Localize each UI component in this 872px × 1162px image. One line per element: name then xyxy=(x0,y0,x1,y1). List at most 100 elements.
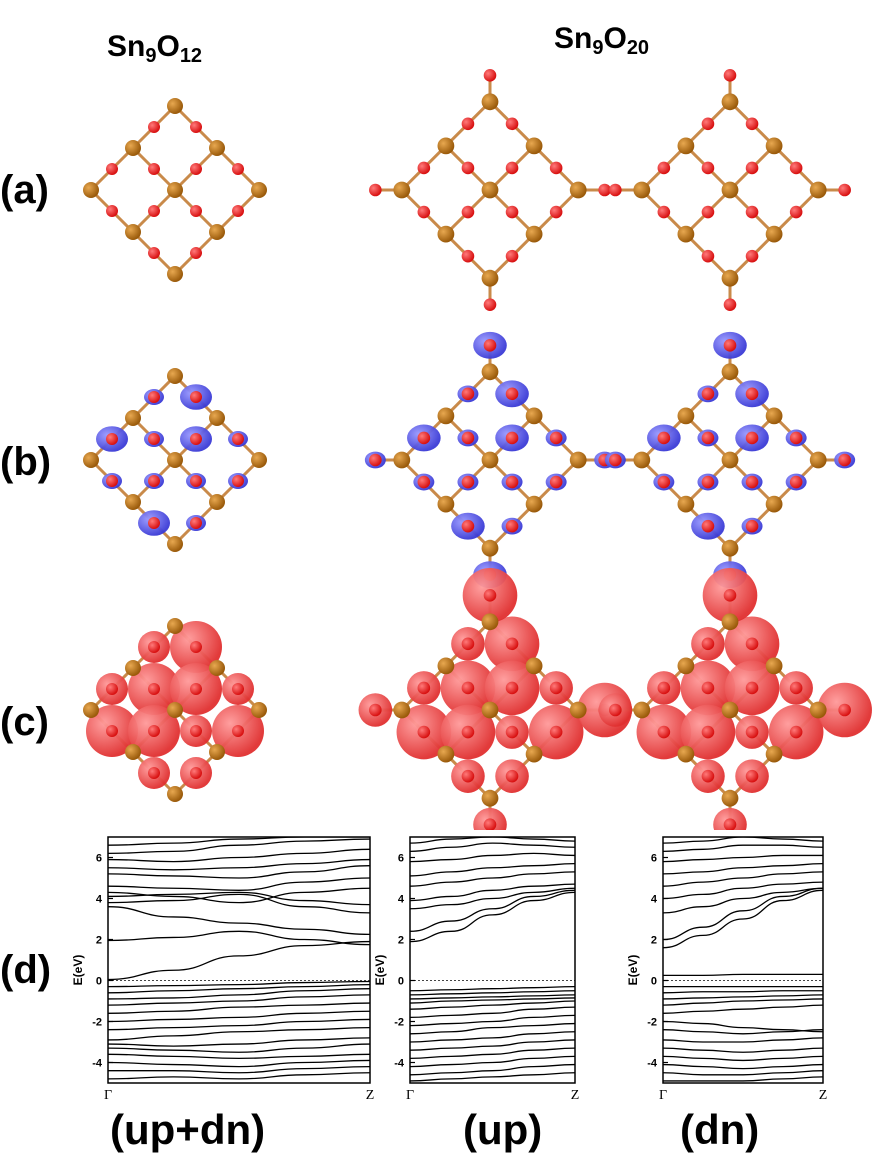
column-label-up-dn: (up+dn) xyxy=(110,1106,266,1153)
band-line xyxy=(108,865,370,879)
column-label-dn: (dn) xyxy=(680,1106,760,1153)
band-line xyxy=(663,1063,823,1070)
x-tick-label: Γ xyxy=(406,1088,414,1103)
band-line xyxy=(108,940,370,981)
band-line xyxy=(663,887,823,941)
y-tick-label: -4 xyxy=(647,1058,658,1070)
band-line xyxy=(410,891,575,943)
band-line xyxy=(663,1076,823,1082)
band-line xyxy=(108,1072,370,1080)
band-line xyxy=(410,1031,575,1043)
band-line xyxy=(108,838,370,855)
band-line xyxy=(663,887,823,914)
spin-density-sn9o20-up xyxy=(364,331,616,589)
band-line xyxy=(663,837,823,844)
band-line xyxy=(410,1039,575,1051)
y-tick-label: 6 xyxy=(398,853,404,865)
band-line xyxy=(108,877,370,891)
band-line xyxy=(108,1059,370,1068)
title-sn9o20: Sn9O20 xyxy=(554,22,650,59)
y-tick-label: -2 xyxy=(92,1017,102,1029)
y-tick-label: 0 xyxy=(398,976,404,988)
band-line xyxy=(108,994,370,1006)
y-axis-label: E(eV) xyxy=(626,955,640,986)
band-line xyxy=(663,863,823,875)
y-tick-label: -2 xyxy=(394,1017,404,1029)
plot-frame xyxy=(662,836,824,1084)
band-line xyxy=(108,1065,370,1074)
x-tick-label: Γ xyxy=(659,1088,667,1103)
band-line xyxy=(663,889,823,949)
band-line xyxy=(410,837,575,844)
plot-frame xyxy=(107,836,371,1084)
y-tick-label: 2 xyxy=(96,935,102,947)
band-line xyxy=(663,1020,823,1033)
band-line xyxy=(410,1000,575,1010)
band-line xyxy=(410,871,575,887)
y-tick-label: 6 xyxy=(96,853,102,865)
structure-sn9o20-dn xyxy=(609,69,851,311)
band-line xyxy=(108,1027,370,1041)
band-line xyxy=(663,844,823,852)
band-line xyxy=(663,1047,823,1053)
charge-density-sn9o20-up xyxy=(358,568,632,830)
band-line xyxy=(663,854,823,863)
band-line xyxy=(663,994,823,1000)
band-line xyxy=(663,998,823,1006)
x-tick-label: Γ xyxy=(104,1088,112,1103)
row-label-d: (d) xyxy=(0,948,52,992)
band-line xyxy=(410,1014,575,1027)
band-line xyxy=(108,891,370,906)
band-line xyxy=(663,1055,823,1062)
band-line xyxy=(663,1037,823,1043)
band-line xyxy=(108,930,370,946)
band-line xyxy=(108,983,370,994)
band-line xyxy=(108,1002,370,1014)
y-tick-label: 0 xyxy=(96,976,102,988)
band-line xyxy=(663,1029,823,1035)
x-tick-label: Z xyxy=(571,1088,580,1103)
y-tick-label: 0 xyxy=(651,976,657,988)
band-line xyxy=(108,837,370,846)
band-line xyxy=(663,881,823,900)
band-line xyxy=(108,1037,370,1047)
band-line xyxy=(410,863,575,877)
band-line xyxy=(108,848,370,863)
row-label-a: (a) xyxy=(0,168,49,212)
spin-density-sn9o20-dn xyxy=(604,331,856,589)
y-tick-label: -2 xyxy=(647,1017,657,1029)
plot-frame xyxy=(409,836,576,1084)
structure-sn9o12 xyxy=(83,98,267,282)
structure-sn9o20-up xyxy=(369,69,611,311)
spin-density-sn9o12 xyxy=(83,368,267,552)
charge-density-sn9o20-dn xyxy=(598,568,872,830)
band-line xyxy=(108,887,370,904)
band-line xyxy=(410,852,575,863)
row-label-b: (b) xyxy=(0,440,52,484)
column-label-up: (up) xyxy=(463,1106,543,1153)
structure-illustrations xyxy=(83,69,872,830)
charge-density-sn9o12 xyxy=(83,618,267,802)
band-line xyxy=(663,1070,823,1076)
y-tick-label: 6 xyxy=(651,853,657,865)
x-tick-label: Z xyxy=(819,1088,828,1103)
band-line xyxy=(108,1043,370,1053)
band-line xyxy=(410,1022,575,1035)
band-line xyxy=(663,973,823,977)
x-tick-label: Z xyxy=(366,1088,375,1103)
y-tick-label: -4 xyxy=(92,1058,103,1070)
band-line xyxy=(663,990,823,994)
band-line xyxy=(410,1047,575,1060)
y-axis-label: E(eV) xyxy=(71,955,85,986)
y-tick-label: 4 xyxy=(398,894,405,906)
band-line xyxy=(410,1063,575,1076)
y-tick-label: 2 xyxy=(398,935,404,947)
band-line xyxy=(410,1006,575,1019)
band-line xyxy=(410,1072,575,1082)
band-line xyxy=(108,1018,370,1031)
band-line xyxy=(108,988,370,1000)
